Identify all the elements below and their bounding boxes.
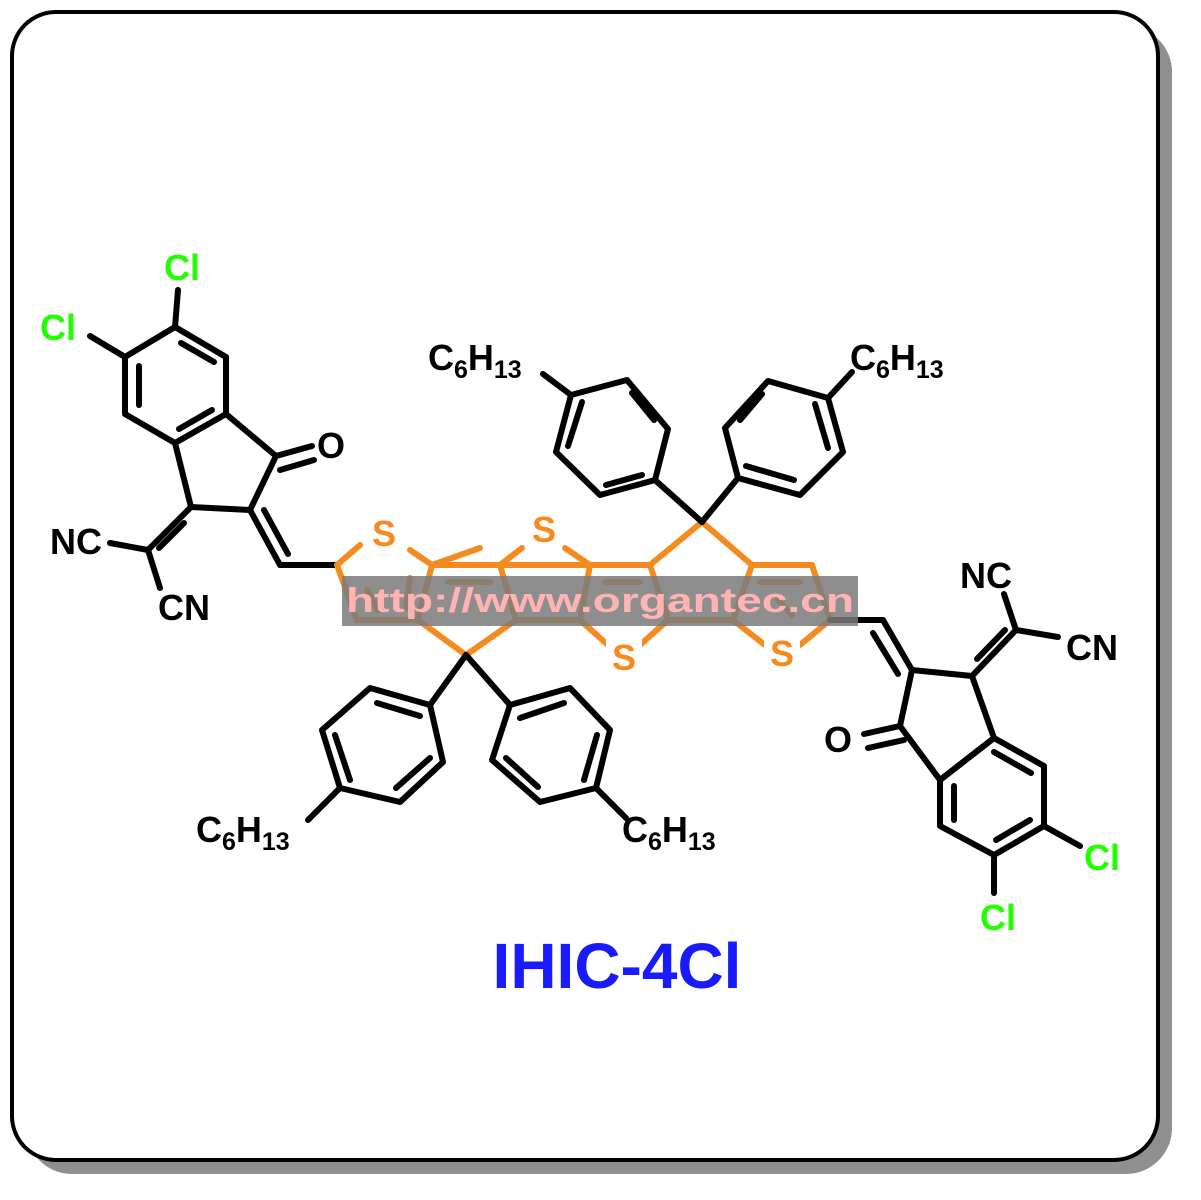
sulfur-label: S [532, 509, 556, 550]
chlorine-label: Cl [40, 307, 76, 348]
nitrile-label: NC [50, 521, 102, 562]
chlorine-label: Cl [980, 897, 1016, 938]
atom-labels: Cl Cl O NC CN NC CN O Cl Cl [40, 247, 1120, 938]
sulfur-labels: S S S S [366, 508, 800, 678]
watermark-box [342, 576, 858, 626]
left-end-group [87, 287, 340, 591]
watermark: http://www.organtec.cn [342, 576, 858, 626]
nitrile-label: CN [158, 587, 210, 628]
chlorine-label: Cl [1084, 837, 1120, 878]
sulfur-label: S [612, 637, 636, 678]
bottom-aryl-groups [305, 652, 629, 823]
sulfur-label: S [770, 633, 794, 674]
hexyl-label: C6H13 [428, 337, 522, 384]
top-aryl-groups [540, 369, 855, 525]
oxygen-label: O [824, 719, 852, 760]
watermark-text: http://www.organtec.cn [346, 582, 854, 620]
sulfur-label: S [372, 513, 396, 554]
right-end-group [827, 591, 1083, 896]
hexyl-label: C6H13 [622, 809, 716, 856]
hexyl-label: C6H13 [850, 337, 944, 384]
nitrile-label: CN [1066, 627, 1118, 668]
hexyl-labels: C6H13 C6H13 C6H13 C6H13 [196, 337, 944, 856]
hexyl-label: C6H13 [196, 809, 290, 856]
compound-title: IHIC-4Cl [493, 930, 742, 1002]
nitrile-label: NC [960, 555, 1012, 596]
oxygen-label: O [317, 425, 345, 466]
chlorine-label: Cl [164, 247, 200, 288]
